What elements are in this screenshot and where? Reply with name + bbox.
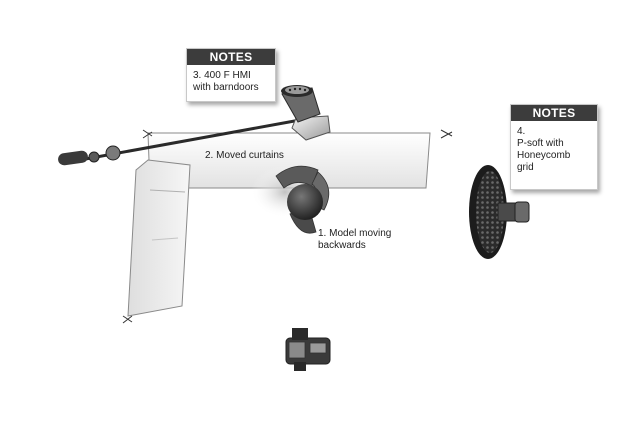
note-line: grid <box>517 162 534 173</box>
note-header: NOTES <box>511 105 597 121</box>
note-line: 4. <box>517 126 526 137</box>
beauty-dish-icon <box>469 165 530 259</box>
note-line: 3. 400 F HMI <box>193 70 251 81</box>
model-icon <box>251 165 330 234</box>
note-line: Honeycomb <box>517 150 571 161</box>
model-label-line1: 1. Model moving <box>318 228 392 239</box>
note-body: 3. 400 F HMI with barndoors <box>187 65 275 100</box>
hmi-light-icon <box>281 85 331 141</box>
note-line: P-soft with <box>517 138 564 149</box>
note-body: 4. P-soft with Honeycomb grid <box>511 121 597 180</box>
model-label-line2: backwards <box>318 240 366 251</box>
camera-icon <box>285 328 331 371</box>
note-card-hmi: NOTES 3. 400 F HMI with barndoors <box>186 48 276 102</box>
note-card-psoft: NOTES 4. P-soft with Honeycomb grid <box>510 104 598 190</box>
boom-arm-icon <box>58 118 301 166</box>
curtains-label: 2. Moved curtains <box>205 150 284 161</box>
note-header: NOTES <box>187 49 275 65</box>
note-line: with barndoors <box>193 82 259 93</box>
curtain-icon <box>122 129 453 324</box>
